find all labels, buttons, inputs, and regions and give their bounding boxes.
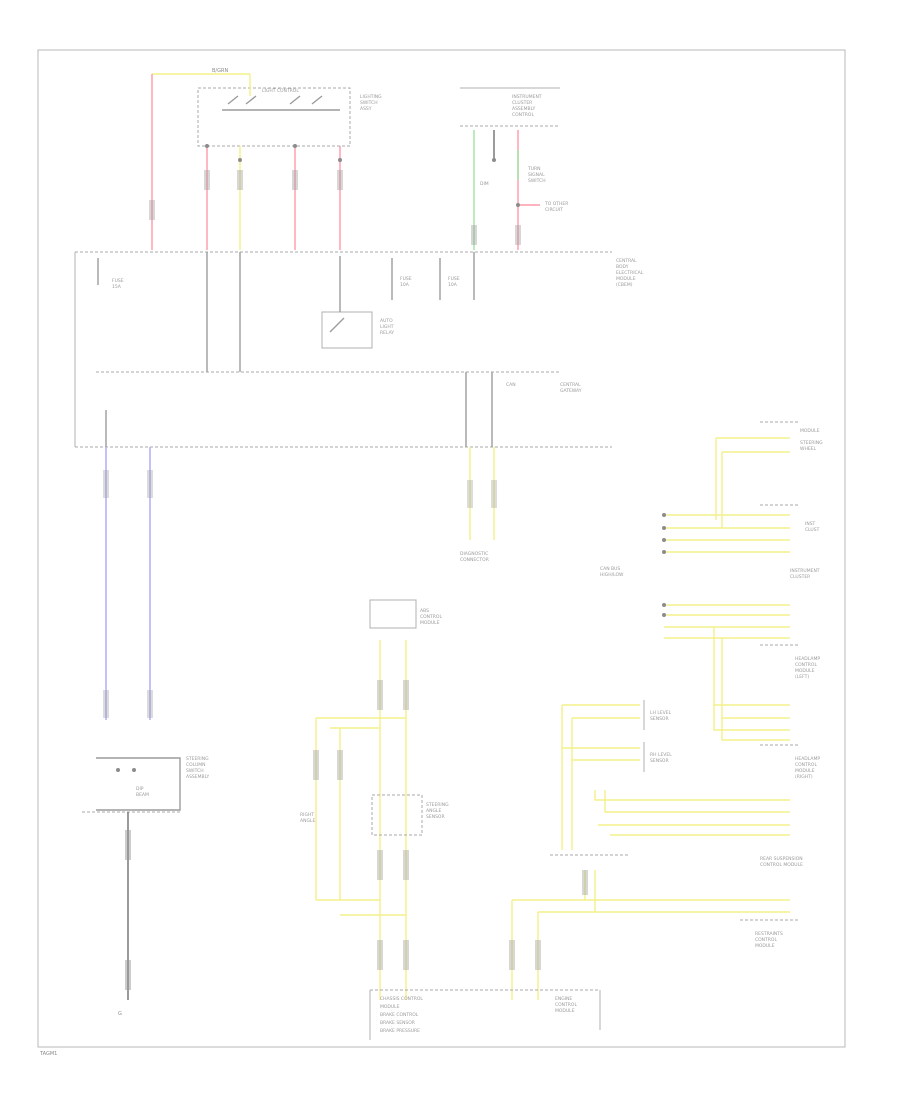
svg-text:INST: INST: [805, 521, 816, 527]
svg-text:RESTRAINTS: RESTRAINTS: [755, 931, 783, 937]
svg-text:STEERING: STEERING: [800, 440, 823, 446]
svg-text:SENSOR: SENSOR: [650, 716, 669, 722]
svg-text:CONTROL: CONTROL: [755, 937, 777, 943]
svg-text:MODULE: MODULE: [795, 668, 815, 674]
svg-text:MODULE: MODULE: [380, 1004, 400, 1010]
svg-text:MODULE: MODULE: [795, 768, 815, 774]
svg-text:CLUST: CLUST: [805, 527, 820, 533]
svg-text:SENSOR: SENSOR: [650, 758, 669, 764]
svg-text:STEERING: STEERING: [426, 802, 449, 808]
lower-left-switch: STEERING COLUMN SWITCH ASSEMBLY DIP BEAM: [82, 756, 210, 1000]
svg-text:BRAKE SENSOR: BRAKE SENSOR: [380, 1020, 415, 1026]
svg-text:GATEWAY: GATEWAY: [560, 388, 582, 394]
svg-text:MODULE: MODULE: [755, 943, 775, 949]
right-module-1: MODULE STEERING WHEEL: [715, 421, 823, 528]
svg-text:MODULE: MODULE: [616, 276, 636, 282]
svg-text:CENTRAL: CENTRAL: [616, 258, 637, 264]
right-module-3: HEADLAMP CONTROL MODULE (LEFT): [662, 603, 820, 741]
svg-text:(RIGHT): (RIGHT): [795, 774, 813, 780]
svg-text:LH LEVEL: LH LEVEL: [650, 710, 672, 716]
svg-text:ASSY: ASSY: [360, 106, 372, 112]
svg-text:FUSE: FUSE: [112, 278, 124, 284]
svg-text:ANGLE: ANGLE: [300, 818, 315, 824]
svg-text:BODY: BODY: [616, 264, 629, 270]
svg-text:RIGHT: RIGHT: [300, 812, 314, 818]
top-right-module: INSTRUMENT CLUSTER ASSEMBLY CONTROL DIM …: [460, 87, 568, 250]
svg-text:MODULE: MODULE: [800, 428, 820, 434]
svg-text:ANGLE: ANGLE: [426, 808, 441, 814]
svg-text:10A: 10A: [448, 282, 458, 288]
svg-text:(LEFT): (LEFT): [795, 674, 809, 680]
top-switch-module: LIGHTING SWITCH ASSY LIGHT CONTROL: [197, 87, 382, 147]
svg-text:ABS: ABS: [420, 608, 429, 614]
bottom-connector-box: CHASSIS CONTROL MODULE BRAKE CONTROL BRA…: [369, 989, 601, 1040]
level-sensors: LH LEVEL SENSOR RH LEVEL SENSOR REAR SUS…: [550, 700, 803, 868]
svg-text:15A: 15A: [112, 284, 122, 290]
svg-text:RH LEVEL: RH LEVEL: [650, 752, 672, 758]
bottom-right-module: RESTRAINTS CONTROL MODULE: [509, 870, 800, 1000]
svg-text:CIRCUIT: CIRCUIT: [545, 207, 563, 213]
ground-label-left: G: [118, 1011, 122, 1017]
svg-text:CHASSIS CONTROL: CHASSIS CONTROL: [380, 996, 423, 1002]
svg-text:COLUMN: COLUMN: [186, 762, 206, 768]
svg-text:BRAKE CONTROL: BRAKE CONTROL: [380, 1012, 419, 1018]
svg-text:TURN: TURN: [527, 166, 541, 172]
svg-text:CLUSTER: CLUSTER: [512, 100, 532, 106]
svg-text:(CBEM): (CBEM): [616, 282, 633, 288]
svg-text:HEADLAMP: HEADLAMP: [795, 656, 820, 662]
svg-text:TO OTHER: TO OTHER: [544, 201, 568, 207]
svg-text:CONNECTOR: CONNECTOR: [460, 557, 489, 563]
central-control-module: FUSE 15A FUSE 10A FUSE 10A AUTO LIGHT RE…: [74, 251, 644, 448]
svg-text:SWITCH: SWITCH: [186, 768, 204, 774]
svg-text:CONTROL: CONTROL: [420, 614, 442, 620]
center-lower-module: ABS CONTROL MODULE STEERING ANGLE SENSOR…: [300, 599, 449, 1000]
svg-text:STEERING: STEERING: [186, 756, 209, 762]
svg-text:ASSEMBLY: ASSEMBLY: [186, 774, 210, 780]
svg-text:CENTRAL: CENTRAL: [560, 382, 581, 388]
svg-text:BRAKE PRESSURE: BRAKE PRESSURE: [380, 1028, 420, 1034]
svg-text:CONTROL: CONTROL: [795, 762, 817, 768]
svg-text:CLUSTER: CLUSTER: [790, 574, 810, 580]
svg-text:RELAY: RELAY: [380, 330, 394, 336]
svg-text:LIGHT CONTROL: LIGHT CONTROL: [262, 88, 299, 94]
svg-text:SWITCH: SWITCH: [528, 178, 546, 184]
top-feed-label: B/GRN: [212, 68, 228, 74]
right-module-2: INST CLUST INSTRUMENT CLUSTER CAN BUS HI…: [600, 504, 820, 580]
svg-text:LIGHTING: LIGHTING: [360, 94, 382, 100]
svg-text:ENGINE: ENGINE: [555, 996, 572, 1002]
svg-text:SWITCH: SWITCH: [360, 100, 378, 106]
svg-text:INSTRUMENT: INSTRUMENT: [790, 568, 820, 574]
diagram-frame: [37, 49, 846, 1048]
svg-text:CONTROL: CONTROL: [512, 112, 534, 118]
svg-text:HIGH/LOW: HIGH/LOW: [600, 572, 624, 578]
svg-text:SIGNAL: SIGNAL: [528, 172, 545, 178]
svg-text:SENSOR: SENSOR: [426, 814, 445, 820]
svg-text:INSTRUMENT: INSTRUMENT: [512, 94, 542, 100]
svg-text:DIP: DIP: [136, 786, 144, 792]
svg-text:CONTROL MODULE: CONTROL MODULE: [760, 862, 803, 868]
svg-text:CAN: CAN: [506, 382, 516, 388]
svg-text:BEAM: BEAM: [136, 792, 149, 798]
svg-text:CONTROL: CONTROL: [555, 1002, 577, 1008]
svg-text:DIM: DIM: [480, 181, 489, 187]
svg-text:LIGHT: LIGHT: [380, 324, 394, 330]
svg-text:AUTO: AUTO: [380, 318, 393, 324]
svg-text:DIAGNOSTIC: DIAGNOSTIC: [460, 551, 488, 557]
svg-text:CAN BUS: CAN BUS: [600, 566, 620, 572]
svg-text:ASSEMBLY: ASSEMBLY: [512, 106, 536, 112]
svg-text:MODULE: MODULE: [555, 1008, 575, 1014]
connector-pins-top: [149, 170, 343, 220]
svg-text:WHEEL: WHEEL: [800, 446, 817, 452]
right-module-4: HEADLAMP CONTROL MODULE (RIGHT): [760, 744, 820, 780]
svg-text:FUSE: FUSE: [448, 276, 460, 282]
svg-text:HEADLAMP: HEADLAMP: [795, 756, 820, 762]
svg-text:REAR SUSPENSION: REAR SUSPENSION: [760, 856, 803, 862]
svg-text:MODULE: MODULE: [420, 620, 440, 626]
footer-code: TAGM1: [39, 1051, 57, 1057]
svg-text:CONTROL: CONTROL: [795, 662, 817, 668]
svg-text:ELECTRICAL: ELECTRICAL: [616, 270, 644, 276]
svg-text:FUSE: FUSE: [400, 276, 412, 282]
svg-text:10A: 10A: [400, 282, 410, 288]
